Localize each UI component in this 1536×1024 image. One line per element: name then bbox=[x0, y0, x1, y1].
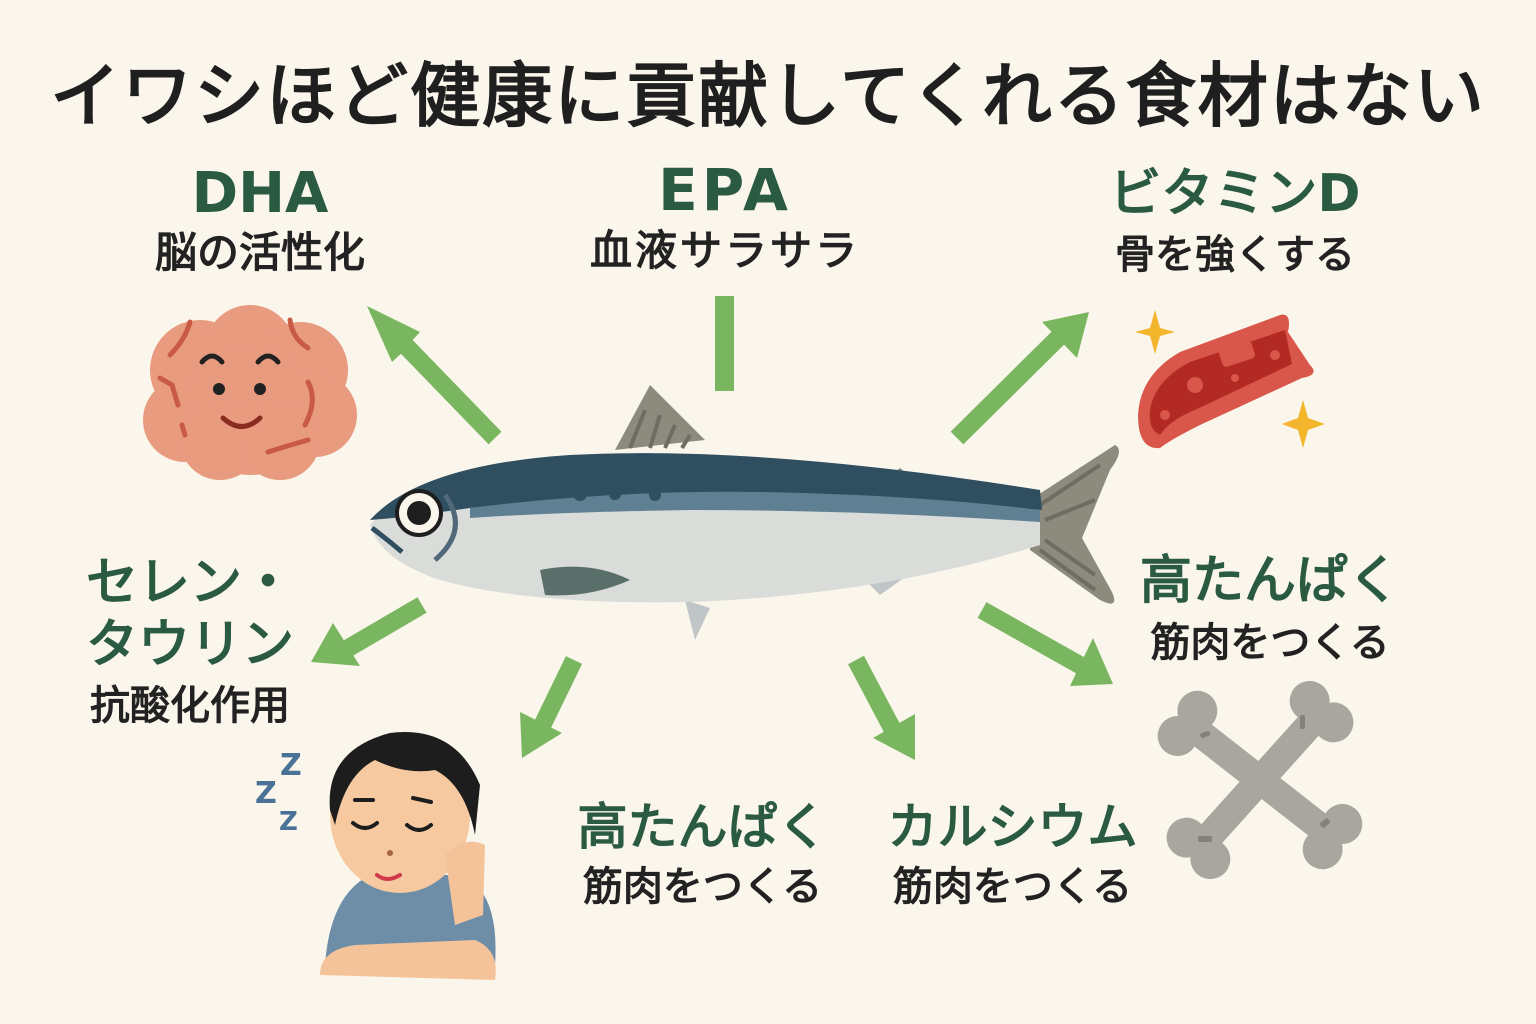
sardine-fish-icon bbox=[370, 385, 1119, 640]
crossed-bones-icon bbox=[1157, 680, 1363, 880]
label-vitamin-d: ビタミンD 骨を強くする bbox=[1080, 162, 1390, 284]
nutrient-benefit: 筋肉をつくる bbox=[1150, 620, 1390, 666]
label-protein-bottom: 高たんぱく 筋肉をつくる bbox=[555, 796, 850, 916]
nutrient-benefit: 脳の活性化 bbox=[154, 228, 365, 277]
label-selenium-taurine: セレン・ タウリン 抗酸化作用 bbox=[60, 552, 320, 736]
nutrient-benefit: 骨を強くする bbox=[1115, 232, 1355, 278]
arrow-up-left-icon bbox=[367, 306, 502, 445]
nutrient-name: 高たんぱく bbox=[577, 798, 828, 856]
nutrient-benefit: 筋肉をつくる bbox=[892, 864, 1133, 910]
nutrient-name: カルシウム bbox=[887, 798, 1138, 856]
label-dha: DHA 脳の活性化 bbox=[110, 162, 410, 280]
nutrient-benefit: 抗酸化作用 bbox=[90, 683, 290, 729]
nutrient-name: DHA bbox=[191, 161, 329, 226]
nutrient-name: 高たんぱく bbox=[1139, 551, 1400, 611]
nutrient-name: ビタミンD bbox=[1109, 164, 1361, 224]
label-calcium: カルシウム 筋肉をつくる bbox=[870, 796, 1155, 916]
smiling-brain-icon bbox=[143, 305, 357, 480]
arrow-down-right-icon bbox=[873, 714, 915, 760]
arrow-down-left-icon bbox=[311, 623, 360, 666]
arrow-right-down-icon bbox=[1070, 638, 1113, 686]
sleeping-boy-icon bbox=[320, 732, 496, 980]
nutrient-name-line2: タウリン bbox=[85, 615, 294, 675]
blood-vessel-icon bbox=[1135, 310, 1325, 449]
nutrient-benefit: 筋肉をつくる bbox=[582, 864, 823, 910]
nutrient-name-line1: セレン・ bbox=[85, 553, 294, 613]
nutrient-name: EPA bbox=[658, 156, 792, 224]
page-title: イワシほど健康に貢献してくれる食材はない bbox=[50, 55, 1486, 137]
label-epa: EPA 血液サラサラ bbox=[570, 158, 880, 280]
label-protein-right: 高たんぱく 筋肉をつくる bbox=[1110, 548, 1430, 672]
arrow-up-right-line bbox=[950, 331, 1065, 445]
bar-epa-icon bbox=[715, 296, 734, 391]
arrow-up-right-icon bbox=[1042, 312, 1089, 358]
nutrient-benefit: 血液サラサラ bbox=[589, 226, 860, 275]
